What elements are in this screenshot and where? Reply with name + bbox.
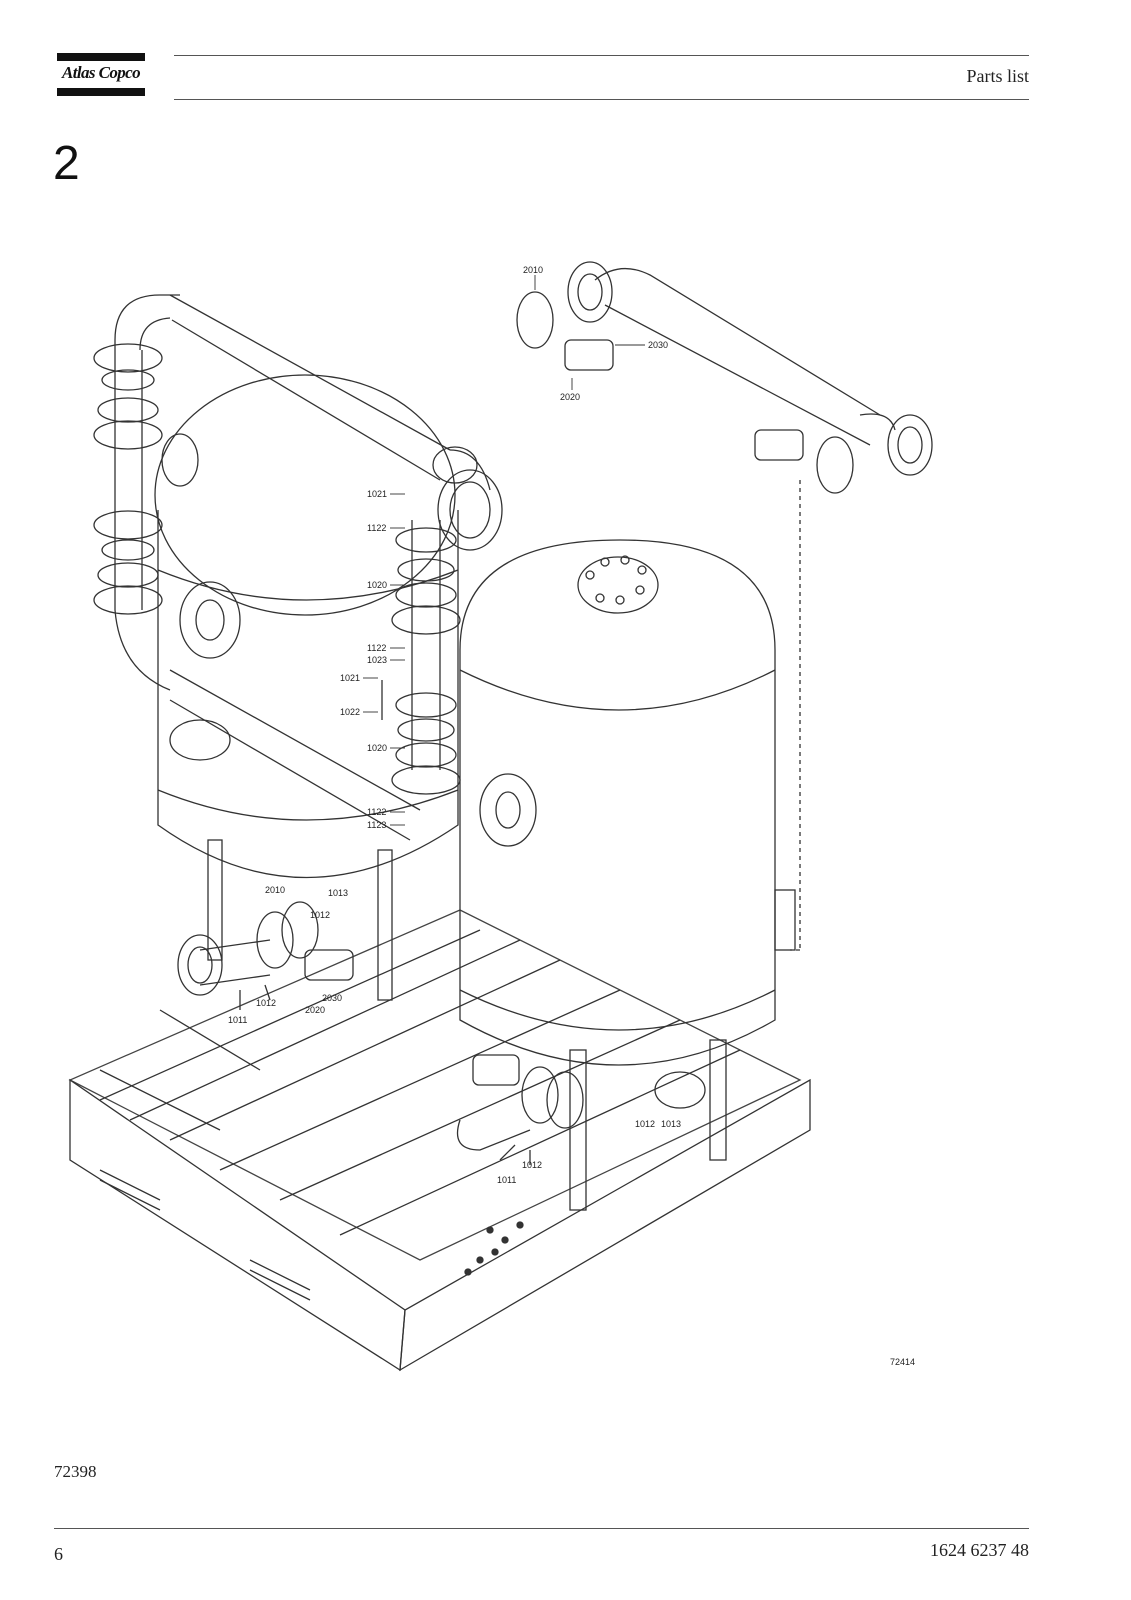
callout-1012-c: 1012 [635,1119,655,1129]
callout-1012-d: 1012 [522,1160,542,1170]
callout-1012-b: 1012 [256,998,276,1008]
callout-1011-b: 1011 [497,1175,516,1185]
upper-pipe-manifold [93,294,503,691]
header-rule-bottom [174,99,1029,100]
callout-1021-b: 1021 [340,673,360,683]
callout-1013-a: 1013 [328,888,348,898]
callout-2020-top: 2020 [560,392,580,402]
lower-valve-assembly-right [456,1054,706,1165]
header-rule-top [174,55,1029,56]
logo-bar-bottom [57,88,145,96]
callout-1123: 1123 [367,820,386,830]
callout-1011-a: 1011 [228,1015,247,1025]
callout-1122-c: 1122 [367,807,386,817]
left-vessel [154,374,459,1001]
callout-2020-bottom: 2020 [305,1005,325,1015]
callout-labels: 2010 2030 2020 1021 1122 1020 1122 1023 … [228,265,915,1367]
section-number: 2 [53,137,80,190]
callout-1023: 1023 [367,655,387,665]
callout-leaders [363,275,645,826]
header-title: Parts list [966,66,1029,86]
callout-1020-b: 1020 [367,743,387,753]
callout-2030-bottom: 2030 [322,993,342,1003]
callout-1012-a: 1012 [310,910,330,920]
drawing-id: 72414 [890,1357,915,1367]
callout-2030-top: 2030 [648,340,668,350]
callout-2010-bottom: 2010 [265,885,285,895]
middle-pipe-stack [169,520,461,841]
callout-1122-b: 1122 [367,643,386,653]
document-number: 1624 6237 48 [930,1540,1029,1560]
callout-1122-a: 1122 [367,523,386,533]
callout-1013-b: 1013 [661,1119,681,1129]
right-vessel [459,539,796,1211]
logo-wordmark: Atlas Copco [62,63,141,82]
top-right-exploded-pipe [516,261,933,951]
page-number: 6 [54,1544,63,1564]
callout-1021-a: 1021 [367,489,387,499]
figure-id: 72398 [54,1462,97,1481]
atlas-copco-logo: Atlas Copco [57,53,145,97]
lower-valve-assembly-left [177,901,354,1010]
logo-bar-top [57,53,145,61]
base-skid-frame [68,909,811,1372]
footer-rule [54,1528,1029,1529]
callout-1022: 1022 [340,707,360,717]
callout-2010-top: 2010 [523,265,543,275]
exploded-parts-drawing: 2010 2030 2020 1021 1122 1020 1122 1023 … [60,250,960,1410]
callout-1020-a: 1020 [367,580,387,590]
